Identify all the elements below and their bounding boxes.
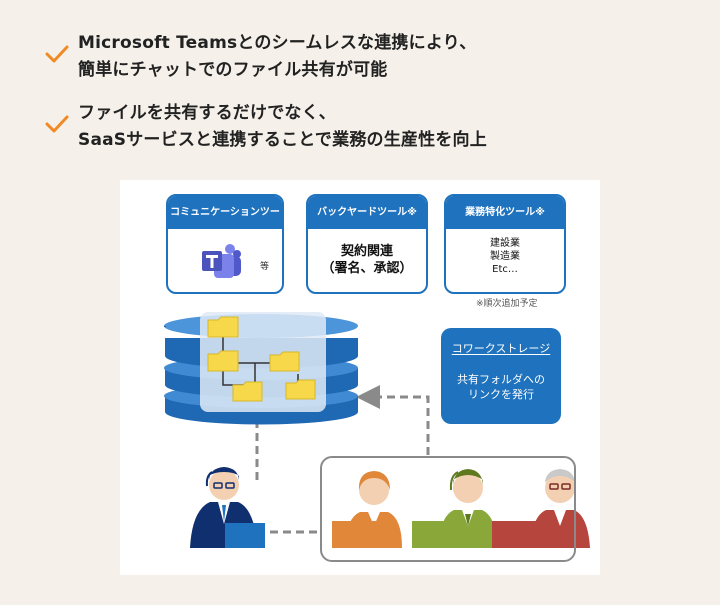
card-body: 等 bbox=[168, 229, 282, 289]
diagram-graphics bbox=[164, 312, 590, 548]
card-title: コミュニケーションツール bbox=[168, 196, 282, 251]
industry-tool-card: 業務特化ツール※ 建設業 製造業 Etc… bbox=[444, 194, 566, 294]
card-title: バックヤードツール※ bbox=[308, 196, 426, 229]
storage-title: コワークストレージ bbox=[451, 342, 551, 355]
folder-tree bbox=[222, 330, 299, 386]
feature-line: ファイルを共有するだけでなく、 bbox=[78, 103, 336, 123]
feature-line: SaaSサービスと連携することで業務の生産性を向上 bbox=[78, 130, 487, 150]
database-icon bbox=[164, 312, 358, 425]
communication-tool-card: コミュニケーションツール 等 bbox=[166, 194, 284, 294]
card-title: 業務特化ツール※ bbox=[446, 196, 564, 229]
card-body-line: 契約関連 bbox=[340, 244, 393, 259]
user-avatar-orange bbox=[332, 471, 402, 548]
feature-line: 簡単にチャットでのファイル共有が可能 bbox=[78, 60, 388, 80]
backyard-tool-card: バックヤードツール※ 契約関連 （署名、承認） bbox=[306, 194, 428, 294]
card-body: 契約関連 （署名、承認） bbox=[308, 229, 426, 277]
microsoft-teams-icon bbox=[202, 244, 241, 278]
user-avatar-blue bbox=[190, 467, 265, 548]
feature-item: ファイルを共有するだけでなく、 SaaSサービスと連携することで業務の生産性を向… bbox=[44, 100, 684, 154]
user-avatar-green bbox=[412, 469, 498, 548]
checkmark-icon bbox=[45, 115, 69, 133]
storage-desc-line: 共有フォルダへの bbox=[457, 373, 545, 386]
storage-desc-line: リンクを発行 bbox=[468, 388, 534, 401]
card-body-line: Etc… bbox=[492, 264, 518, 275]
cowork-storage-box: コワークストレージ 共有フォルダへの リンクを発行 bbox=[441, 328, 561, 424]
etc-label: 等 bbox=[260, 262, 270, 272]
feature-text: ファイルを共有するだけでなく、 SaaSサービスと連携することで業務の生産性を向… bbox=[78, 100, 487, 154]
storage-description: 共有フォルダへの リンクを発行 bbox=[441, 372, 561, 402]
feature-item: Microsoft Teamsとのシームレスな連携により、 簡単にチャットでのフ… bbox=[44, 30, 684, 84]
card-body: 建設業 製造業 Etc… bbox=[446, 229, 564, 276]
integration-diagram: コミュニケーションツール 等 バックヤードツール※ 契約関連 （署名、承認） 業… bbox=[120, 180, 600, 575]
card-body-line: （署名、承認） bbox=[321, 261, 413, 276]
dashed-arrow bbox=[356, 385, 430, 455]
user-group-frame bbox=[320, 456, 576, 562]
card-body-line: 製造業 bbox=[490, 251, 520, 262]
card-body-line: 建設業 bbox=[490, 238, 520, 249]
feature-list: Microsoft Teamsとのシームレスな連携により、 簡単にチャットでのフ… bbox=[44, 30, 684, 170]
user-avatar-red bbox=[492, 469, 590, 548]
feature-text: Microsoft Teamsとのシームレスな連携により、 簡単にチャットでのフ… bbox=[78, 30, 476, 84]
checkmark-icon bbox=[45, 45, 69, 63]
footnote: ※順次追加予定 bbox=[476, 299, 538, 309]
folder-icon bbox=[207, 316, 316, 402]
feature-line: Microsoft Teamsとのシームレスな連携により、 bbox=[78, 33, 477, 53]
